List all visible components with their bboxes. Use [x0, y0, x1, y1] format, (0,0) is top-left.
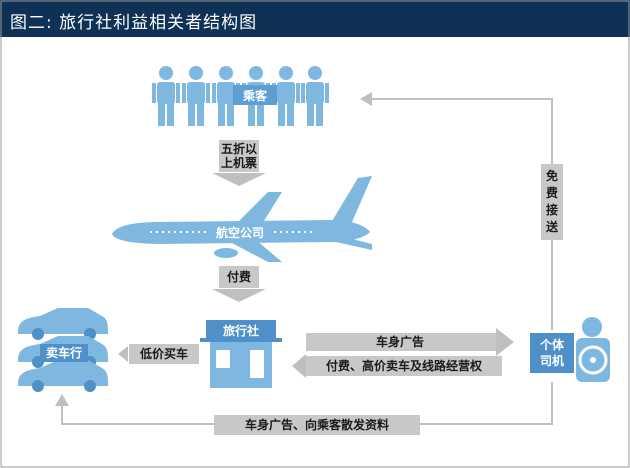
airplane-icon: [112, 176, 372, 262]
passengers-label: 乘客: [242, 88, 268, 103]
fee-sell-route-label-bg: [306, 356, 502, 376]
title-bar: 图二: 旅行社利益相关者结构图: [0, 0, 630, 37]
airplane-windows: [150, 231, 312, 233]
agency-label: 旅行社: [223, 323, 259, 338]
low-price-buy-label-bg: [129, 344, 199, 364]
free-pickup-char-2: 费: [546, 185, 558, 200]
car-dealer-label: 卖车行: [46, 345, 82, 360]
free-pickup-char-1: 免: [546, 168, 558, 183]
discount-ticket-line2: 上机票: [221, 155, 257, 170]
person-icon: [182, 66, 210, 126]
discount-ticket-line1: 五折以: [221, 141, 257, 156]
body-ad-label: 车身广告: [376, 334, 424, 349]
low-price-buy-label: 低价买车: [139, 346, 188, 361]
free-pickup-char-3: 接: [546, 202, 558, 217]
free-pickup-label-bg: [541, 164, 563, 240]
down-arrow-icon: [212, 173, 266, 186]
driver-label-bg: [530, 333, 574, 373]
figure-title: 图二: 旅行社利益相关者结构图: [10, 13, 258, 33]
left-arrow-icon: [360, 92, 372, 106]
fee-sell-route-label: 付费、高价卖车及线路经营权: [326, 358, 483, 373]
driver-to-passengers-line: [372, 98, 553, 330]
down-arrow-icon: [212, 289, 266, 302]
airline-label: 航空公司: [216, 225, 264, 240]
driver-label-line1: 个体: [539, 337, 565, 352]
free-pickup-char-4: 送: [545, 219, 559, 234]
agency-building-icon: [200, 320, 282, 388]
car-icon: [18, 360, 108, 392]
bottom-label: 车身广告、向乘客散发资料: [245, 417, 389, 432]
person-icon: [301, 66, 329, 126]
pay-fee-label-bg: [219, 266, 259, 288]
left-arrow-icon: [292, 354, 306, 378]
bottom-label-bg: [214, 415, 420, 435]
person-icon: [152, 66, 180, 126]
passengers-group: [152, 66, 329, 126]
driver-label-line2: 司机: [540, 353, 564, 368]
pay-fee-label: 付费: [227, 269, 251, 284]
up-arrow-icon: [55, 394, 69, 406]
left-arrow-icon: [118, 346, 128, 362]
car-dealer-label-bg: [40, 344, 88, 362]
body-ad-label-bg: [306, 333, 496, 351]
passengers-label-bg: [233, 85, 277, 105]
person-icon: [212, 66, 240, 126]
discount-ticket-label-bg: [219, 140, 259, 172]
right-arrow-icon: [496, 328, 514, 356]
car-icon: [18, 308, 108, 340]
driver-icon: [576, 317, 610, 382]
